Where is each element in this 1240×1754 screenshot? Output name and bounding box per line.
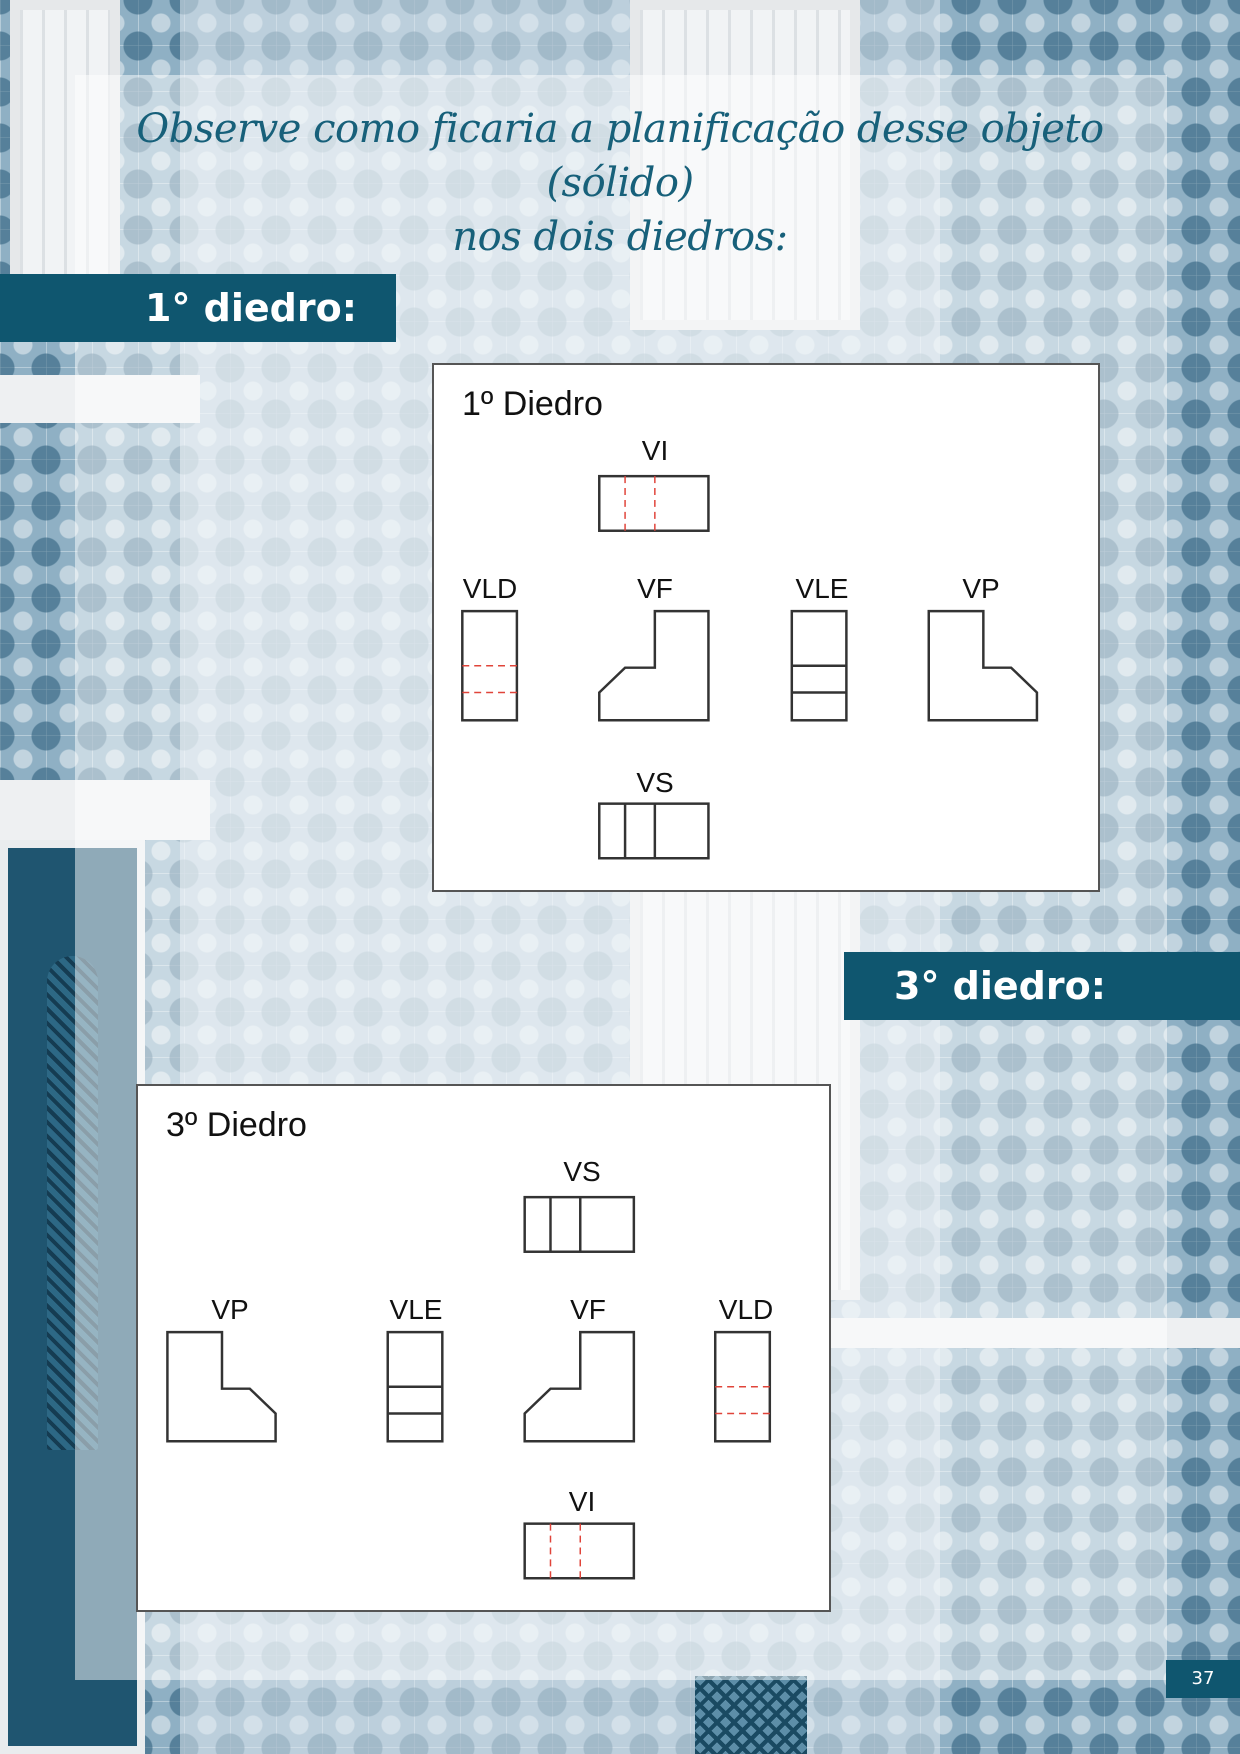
view-vf-outline	[523, 1330, 636, 1443]
heading-line-1: Observe como ficaria a planificação dess…	[136, 106, 1104, 206]
label-vld: VLD	[462, 573, 518, 604]
diagram-3-drawing	[166, 1195, 772, 1580]
label-vle: VLE	[795, 573, 849, 604]
page-heading: Observe como ficaria a planificação dess…	[80, 102, 1160, 264]
diagram-3-title: 3º Diedro	[166, 1106, 307, 1144]
section-label-1st-dihedron: 1° diedro:	[0, 274, 396, 342]
view-vp-outline	[927, 609, 1039, 722]
label-vi: VI	[568, 1486, 596, 1517]
section-label-3rd-dihedron: 3° diedro:	[844, 952, 1240, 1020]
page-number: 37	[1166, 1660, 1240, 1698]
label-vld: VLD	[718, 1294, 774, 1325]
label-vs: VS	[636, 767, 674, 798]
label-vi: VI	[641, 435, 669, 466]
diagram-1-drawing	[461, 474, 1039, 860]
view-vi-outline	[598, 474, 710, 532]
label-vle: VLE	[389, 1294, 443, 1325]
view-vi-outline	[523, 1522, 636, 1580]
label-vs: VS	[563, 1156, 601, 1187]
view-vf-outline	[598, 609, 710, 722]
diagram-1-title: 1º Diedro	[462, 385, 603, 423]
label-vp: VP	[211, 1294, 249, 1325]
heading-line-2: nos dois diedros:	[452, 214, 788, 260]
diagram-1st-dihedron: 1º Diedro VI VLD VF VLE VP VS	[432, 363, 1100, 892]
floor-grate	[695, 1676, 807, 1754]
view-vp-outline	[166, 1330, 277, 1443]
view-vs-outline	[523, 1195, 636, 1253]
label-vf: VF	[570, 1294, 606, 1325]
label-vf: VF	[637, 573, 673, 604]
diagram-3rd-dihedron: 3º Diedro VS VP VLE VF VLD VI	[136, 1084, 831, 1612]
label-vp: VP	[962, 573, 1000, 604]
